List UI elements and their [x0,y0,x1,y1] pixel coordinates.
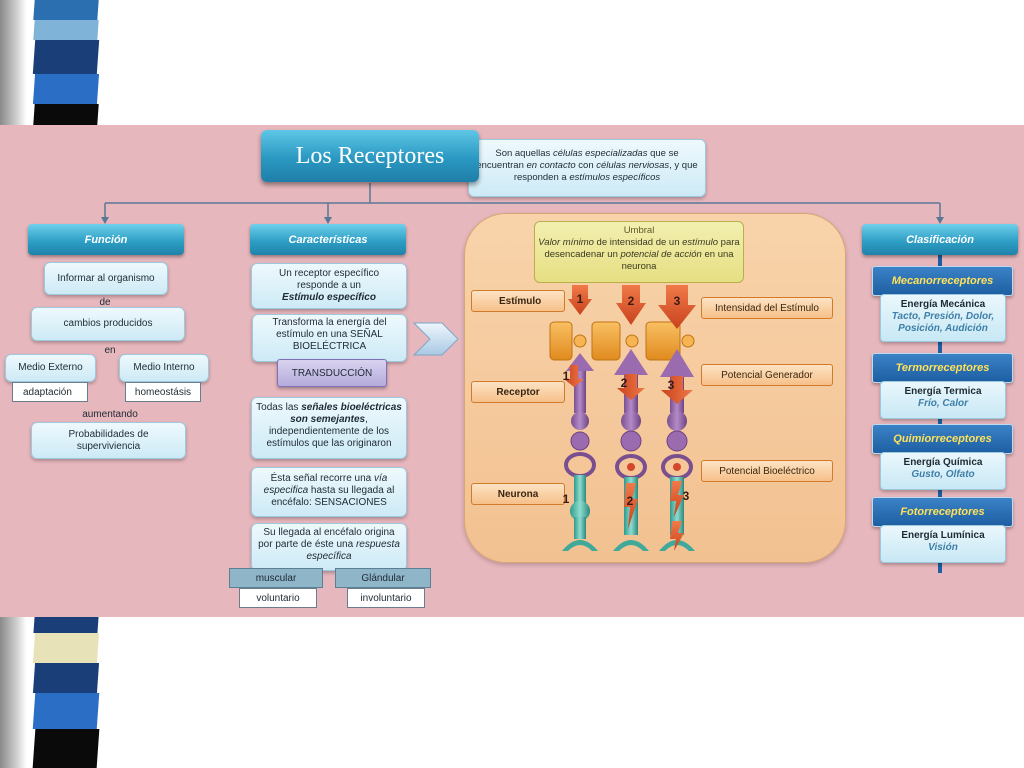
receptor-neuron-illustration: 1 2 3 1 2 3 1 2 3 [549,285,696,551]
num-1-neurona: 1 [563,492,570,506]
quimiorreceptores-body: Energía Química Gusto, Olfato [880,452,1006,490]
mecanorreceptores-energy: Energía Mecánica [900,299,986,310]
informar-box: Informar al organismo [44,262,168,295]
cambios-box: cambios producidos [31,307,185,341]
estimulo-tag: Estímulo [471,290,565,312]
homeostasis-label: homeostásis [125,382,201,402]
adaptacion-label: adaptación [12,382,88,402]
medio-interno-box: Medio Interno [119,354,209,382]
column-3 [658,285,696,551]
involuntario-label: involuntario [347,588,425,608]
senales-semejantes-box: Todas las señales bioeléctricas son seme… [251,397,407,459]
receptor-especifico-box: Un receptor específico responde a un Est… [251,263,407,309]
glandular-tag: Glándular [335,568,431,588]
num-1-estimulo: 1 [577,292,584,306]
receptor-tag: Receptor [471,381,565,403]
termorreceptores-energy: Energía Termica [904,386,982,397]
termorreceptores-examples: Frío, Calor [917,398,968,409]
transduccion-tag: TRANSDUCCIÓN [277,359,387,387]
fotorreceptores-examples: Visión [928,542,958,553]
potencial-generador-tag: Potencial Generador [701,364,833,386]
definition-box: Son aquellas células especializadas que … [468,139,706,197]
termorreceptores-body: Energía Termica Frío, Calor [880,381,1006,419]
num-2-receptor: 2 [621,376,628,390]
concept-map-panel: Son aquellas células especializadas que … [0,125,1024,617]
column-2 [613,285,649,551]
potencial-bioelectrico-tag: Potencial Bioeléctrico [701,460,833,482]
via-especifica-box: Ésta señal recorre una vía especifica ha… [251,467,407,517]
umbral-box: Umbral Valor mínimo de intensidad de un … [534,221,744,283]
decorative-strip-bottom [0,617,120,768]
column-1 [562,285,598,551]
voluntario-label: voluntario [239,588,317,608]
quimiorreceptores-header: Quimiorreceptores [872,424,1013,454]
mecanorreceptores-header: Mecanorreceptores [872,266,1013,296]
respuesta-box: Su llegada al encéfalo origina por parte… [251,523,407,571]
fotorreceptores-energy: Energía Lumínica [901,530,985,541]
membrane-blocks [549,321,695,361]
fotorreceptores-header: Fotorreceptores [872,497,1013,527]
medio-externo-box: Medio Externo [5,354,96,382]
intensidad-tag: Intensidad del Estímulo [701,297,833,319]
mecanorreceptores-body: Energía Mecánica Tacto, Presión, Dolor, … [880,294,1006,342]
label-aumentando: aumentando [82,409,138,420]
num-1-receptor: 1 [563,369,570,383]
decorative-strip-top [0,0,120,125]
neurona-tag: Neurona [471,483,565,505]
page-title: Los Receptores [261,130,479,182]
num-2-neurona: 2 [627,494,634,508]
label-en: en [104,345,116,356]
muscular-tag: muscular [229,568,323,588]
caracteristicas-header: Características [250,224,406,255]
chevron-right-icon [412,322,459,356]
fotorreceptores-body: Energía Lumínica Visión [880,525,1006,563]
quimiorreceptores-examples: Gusto, Olfato [911,469,975,480]
num-3-receptor: 3 [668,378,675,392]
transforma-box: Transforma la energía del estímulo en un… [252,314,407,362]
probabilidades-box: Probabilidades de superviviencia [31,422,186,459]
num-3-neurona: 3 [683,489,690,503]
quimiorreceptores-energy: Energía Química [903,457,983,468]
umbral-title: Umbral [623,225,655,236]
termorreceptores-header: Termorreceptores [872,353,1013,383]
num-3-estimulo: 3 [674,294,681,308]
mecanorreceptores-examples: Tacto, Presión, Dolor, Posición, Audició… [891,311,995,334]
funcion-header: Función [28,224,184,255]
label-de: de [99,297,111,308]
umbral-text: Valor mínimo de intensidad de un estímul… [538,237,740,272]
num-2-estimulo: 2 [628,294,635,308]
clasificacion-header: Clasificación [862,224,1018,255]
